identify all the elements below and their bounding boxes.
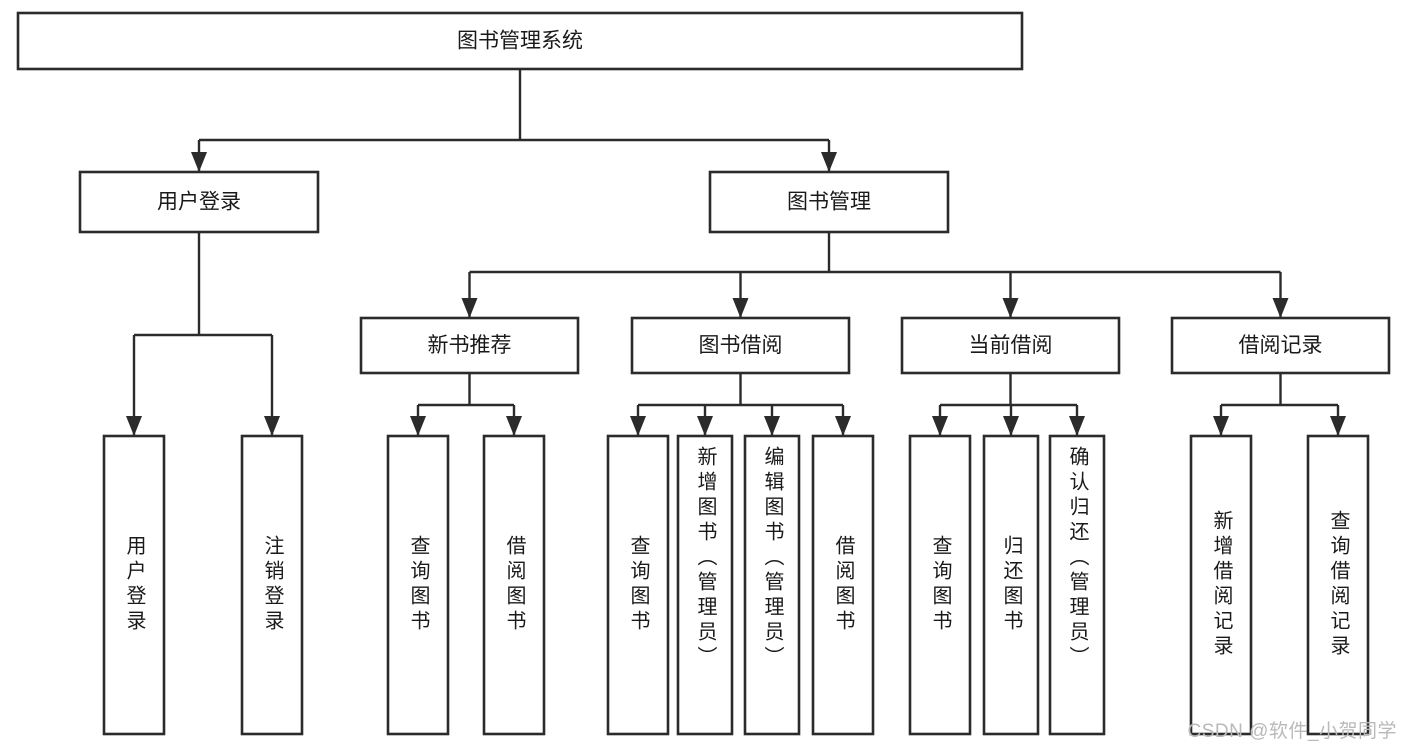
node-box-leaf-query-book-current — [908, 434, 972, 736]
node-box-leaf-logout-login — [240, 434, 304, 736]
node-label-book-borrow: 图书借阅 — [699, 334, 783, 357]
arrow-to-leaf-logout-login — [264, 416, 280, 436]
node-box-leaf-query-book-borrow — [606, 434, 670, 736]
node-leaf-query-book-current[interactable] — [908, 434, 972, 736]
watermark: CSDN @软件_小贺同学 — [1187, 721, 1397, 742]
node-box-borrow-record — [1170, 316, 1391, 375]
node-leaf-query-book-rec[interactable] — [386, 434, 450, 736]
node-leaf-logout-login[interactable] — [240, 434, 304, 736]
node-box-leaf-borrow-book-rec — [482, 434, 546, 736]
node-book-management[interactable] — [708, 170, 950, 234]
node-label-undefined: 图书管理系统 — [457, 30, 583, 53]
arrow-to-leaf-confirm-return-admin — [1069, 416, 1085, 436]
arrow-to-leaf-query-book-rec — [410, 416, 426, 436]
arrow-to-leaf-user-login — [126, 416, 142, 436]
node-box-leaf-confirm-return-admin — [1048, 434, 1106, 736]
node-box-current-borrow — [900, 316, 1121, 375]
arrow-to-leaf-query-book-borrow — [630, 416, 646, 436]
node-leaf-query-borrow-record[interactable] — [1306, 434, 1370, 736]
arrow-to-leaf-add-borrow-record — [1213, 416, 1229, 436]
node-leaf-add-borrow-record[interactable] — [1189, 434, 1253, 736]
node-leaf-confirm-return-admin[interactable] — [1048, 434, 1106, 736]
node-box-leaf-return-book — [982, 434, 1040, 736]
node-leaf-add-book-admin[interactable] — [676, 434, 734, 736]
node-label-borrow-record: 借阅记录 — [1239, 334, 1323, 357]
node-new-book-recommend[interactable] — [359, 316, 580, 375]
arrow-to-borrow-record — [1272, 298, 1289, 318]
node-leaf-borrow-book[interactable] — [811, 434, 875, 736]
node-book-borrow[interactable] — [630, 316, 851, 375]
node-label-new-book-recommend: 新书推荐 — [428, 334, 512, 357]
arrow-to-leaf-add-book-admin — [697, 416, 713, 436]
node-box-leaf-edit-book-admin — [743, 434, 801, 736]
arrow-to-book-management — [821, 152, 837, 172]
node-leaf-borrow-book-rec[interactable] — [482, 434, 546, 736]
node-current-borrow[interactable] — [900, 316, 1121, 375]
arrow-to-leaf-query-borrow-record — [1330, 416, 1346, 436]
node-label-user-login: 用户登录 — [157, 191, 241, 214]
node-label-book-management: 图书管理 — [787, 191, 871, 214]
arrow-to-current-borrow — [1002, 298, 1019, 318]
arrow-to-user-login — [191, 152, 207, 172]
node-box-leaf-user-login — [102, 434, 166, 736]
arrow-to-book-borrow — [732, 298, 749, 318]
arrow-to-leaf-borrow-book — [835, 416, 851, 436]
node-leaf-return-book[interactable] — [982, 434, 1040, 736]
arrow-to-leaf-return-book — [1003, 416, 1019, 436]
node-leaf-edit-book-admin[interactable] — [743, 434, 801, 736]
node-box-undefined — [16, 11, 1024, 71]
node-box-leaf-query-book-rec — [386, 434, 450, 736]
node-box-leaf-add-book-admin — [676, 434, 734, 736]
node-label-current-borrow: 当前借阅 — [969, 334, 1053, 357]
node-leaf-query-book-borrow[interactable] — [606, 434, 670, 736]
node-box-leaf-add-borrow-record — [1189, 434, 1253, 736]
node-box-new-book-recommend — [359, 316, 580, 375]
node-box-leaf-borrow-book — [811, 434, 875, 736]
node-undefined[interactable] — [16, 11, 1024, 71]
node-leaf-user-login[interactable] — [102, 434, 166, 736]
node-box-leaf-query-borrow-record — [1306, 434, 1370, 736]
node-borrow-record[interactable] — [1170, 316, 1391, 375]
arrow-to-new-book-recommend — [461, 298, 478, 318]
arrow-to-leaf-borrow-book-rec — [506, 416, 522, 436]
node-box-book-management — [708, 170, 950, 234]
arrow-to-leaf-query-book-current — [932, 416, 948, 436]
arrow-to-leaf-edit-book-admin — [764, 416, 780, 436]
node-box-book-borrow — [630, 316, 851, 375]
